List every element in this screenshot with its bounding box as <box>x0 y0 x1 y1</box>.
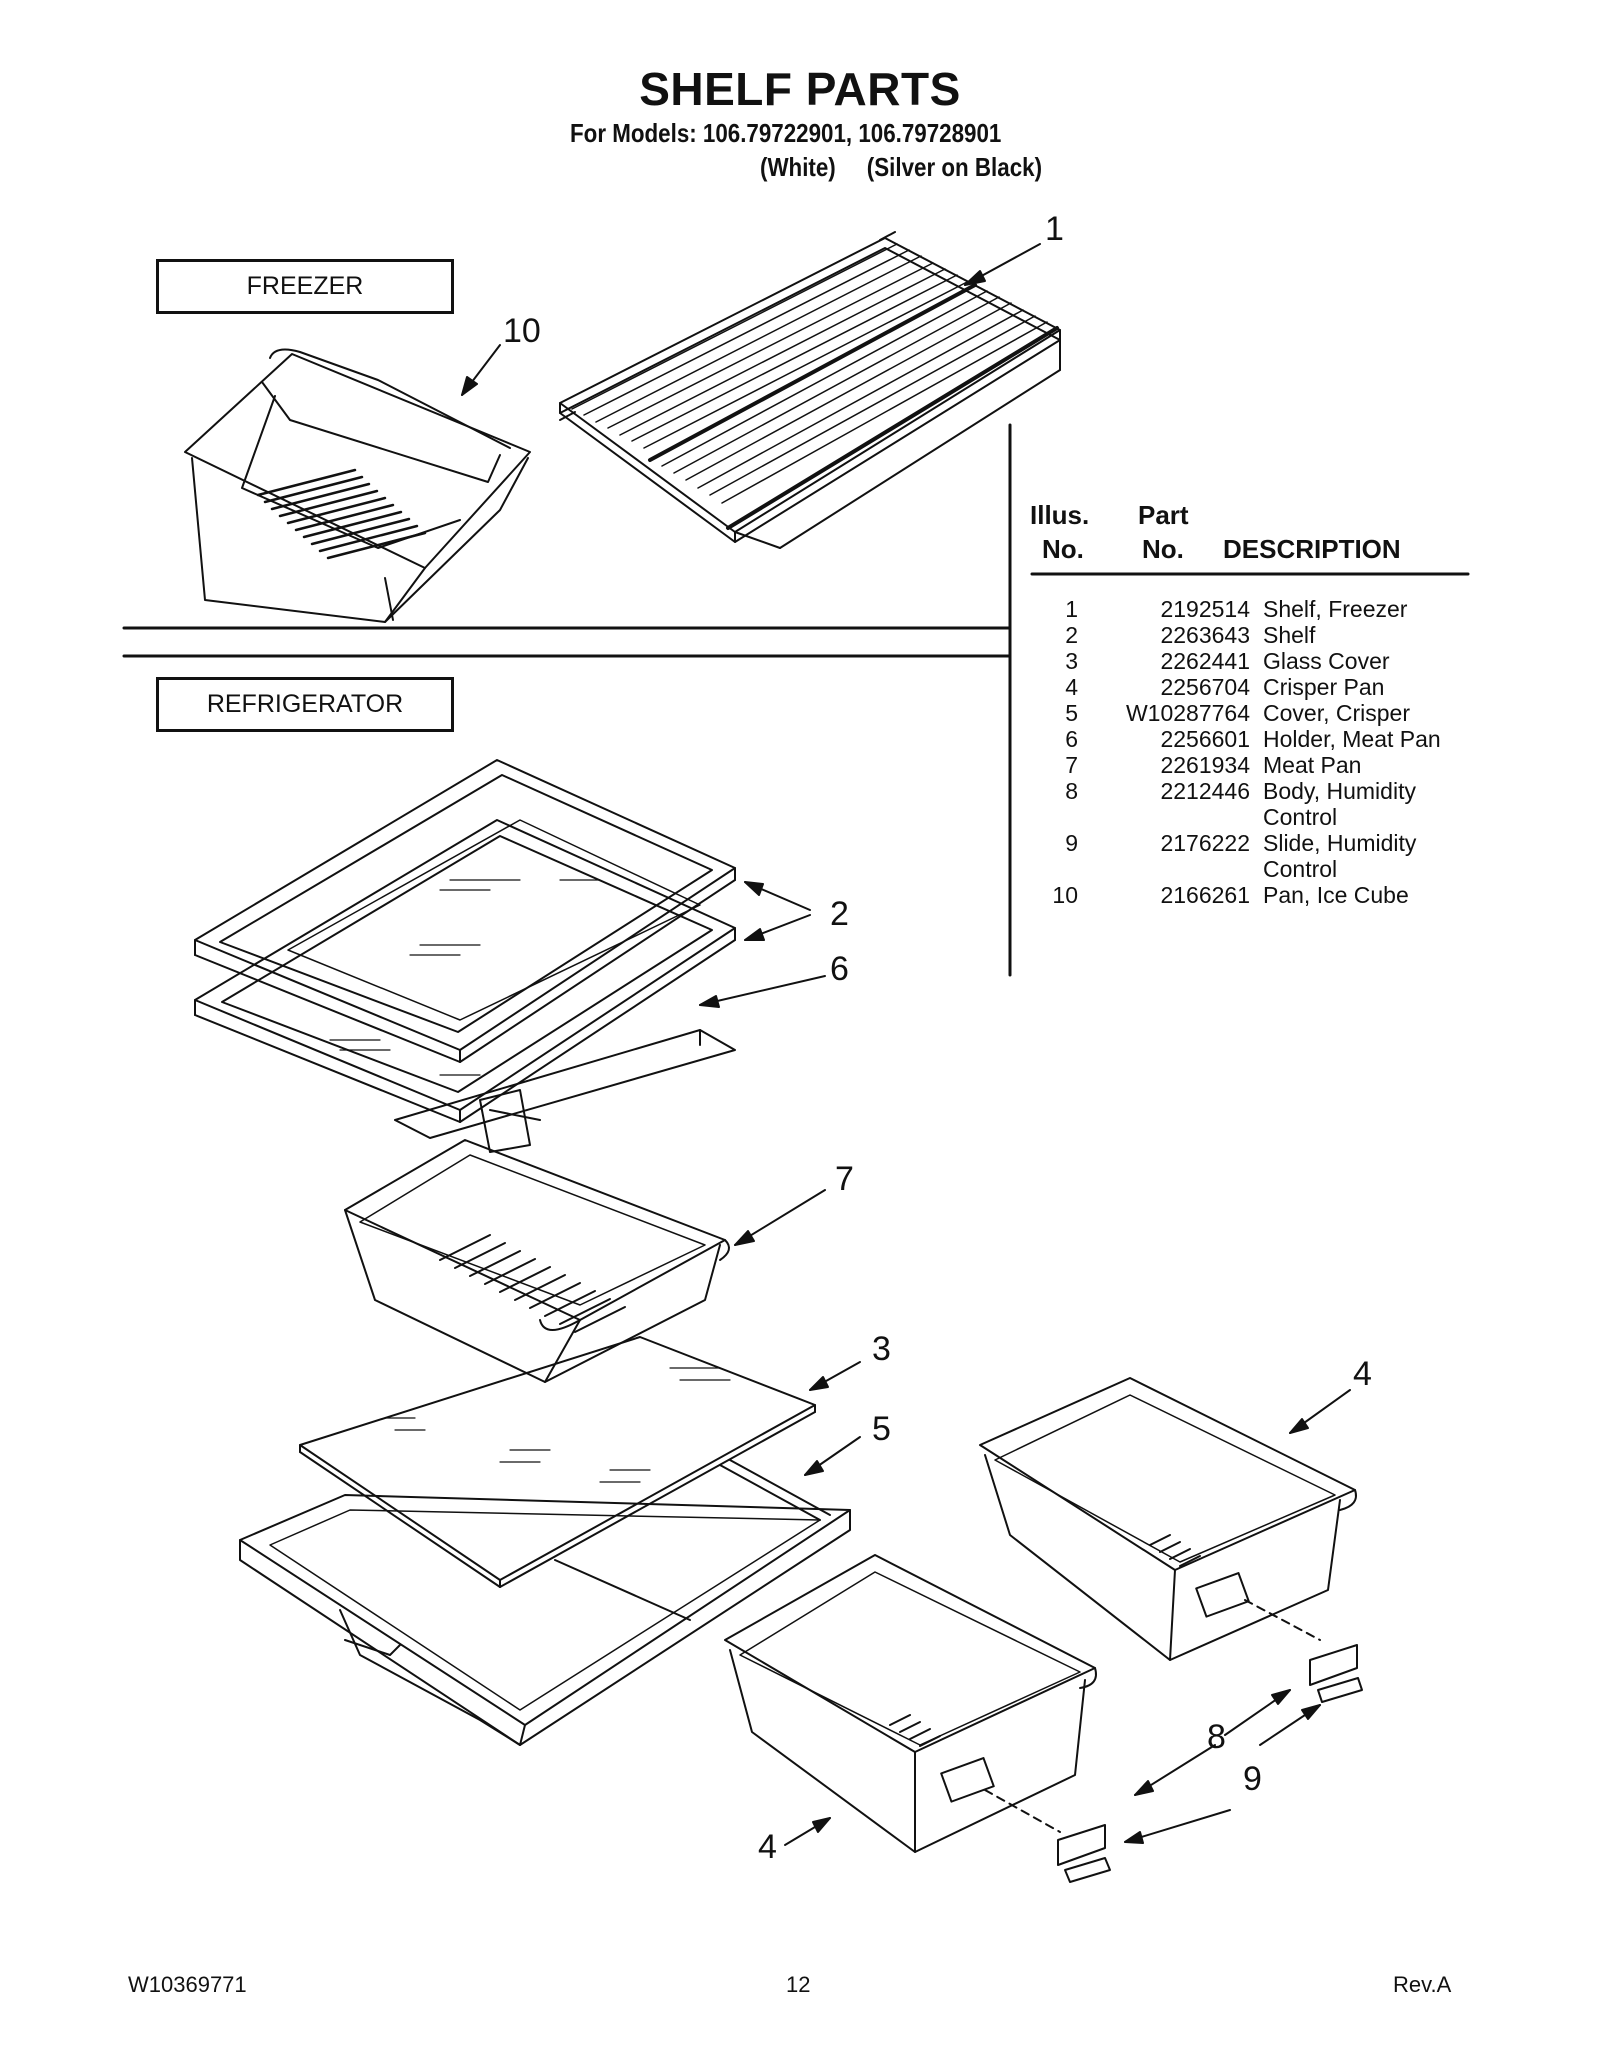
part-number: 2192514 <box>1160 596 1250 622</box>
footer-revision: Rev.A <box>1393 1972 1452 1997</box>
refrigerator-section-label: REFRIGERATOR <box>156 677 454 732</box>
variants-line: (White) (Silver on Black) <box>760 152 1043 182</box>
part-number: 2262441 <box>1160 648 1250 674</box>
table-header-illus-1: Illus. <box>1030 500 1090 530</box>
freezer-wire-shelf <box>559 231 1061 549</box>
part-number: 2166261 <box>1160 882 1250 908</box>
illus-number: 6 <box>1065 726 1078 752</box>
part-description-continued: Control <box>1263 856 1338 882</box>
callout-4-right: 4 <box>1353 1355 1372 1393</box>
freezer-label-text: FREEZER <box>246 272 364 300</box>
humidity-control-parts <box>1057 1644 1363 1883</box>
illus-number: 7 <box>1065 752 1078 778</box>
part-number: 2212446 <box>1160 778 1250 804</box>
illus-number: 2 <box>1065 622 1078 648</box>
glass-shelf-upper <box>194 759 736 1063</box>
callout-8: 8 <box>1207 1718 1226 1756</box>
part-description: Holder, Meat Pan <box>1263 726 1441 752</box>
part-description: Body, Humidity <box>1263 778 1416 804</box>
table-header-description: DESCRIPTION <box>1223 534 1401 564</box>
crisper-pan-right <box>979 1377 1357 1661</box>
leader-arrows <box>461 243 1351 1846</box>
table-row: 4 2256704 Crisper Pan <box>1030 674 1460 700</box>
table-row-continuation: Control <box>1030 804 1460 830</box>
part-description: Shelf <box>1263 622 1316 648</box>
illus-number: 10 <box>1052 882 1078 908</box>
part-description-continued: Control <box>1263 804 1338 830</box>
illus-number: 4 <box>1065 674 1078 700</box>
table-header-part-2: No. <box>1142 534 1184 564</box>
callout-9: 9 <box>1243 1760 1262 1798</box>
illus-number: 5 <box>1065 700 1078 726</box>
table-row: 1 2192514 Shelf, Freezer <box>1030 596 1460 622</box>
table-header-illus-2: No. <box>1042 534 1084 564</box>
footer-page-number: 12 <box>786 1972 811 1997</box>
table-row: 7 2261934 Meat Pan <box>1030 752 1460 778</box>
part-description: Shelf, Freezer <box>1263 596 1408 622</box>
table-row: 5 W10287764 Cover, Crisper <box>1030 700 1460 726</box>
callout-6: 6 <box>830 950 849 988</box>
callout-10: 10 <box>503 312 541 350</box>
part-description: Cover, Crisper <box>1263 700 1410 726</box>
callout-2: 2 <box>830 895 849 933</box>
meat-pan-holder <box>394 1029 736 1153</box>
crisper-cover <box>239 1459 851 1746</box>
models-line: For Models: 106.79722901, 106.79728901 <box>570 118 1002 148</box>
table-row: 8 2212446 Body, Humidity <box>1030 778 1460 804</box>
part-number: 2256704 <box>1160 674 1250 700</box>
part-description: Pan, Ice Cube <box>1263 882 1409 908</box>
freezer-section-label: FREEZER <box>156 259 454 314</box>
part-description: Meat Pan <box>1263 752 1362 778</box>
table-header-part-1: Part <box>1138 500 1189 530</box>
page-title: SHELF PARTS <box>639 63 961 115</box>
table-row: 10 2166261 Pan, Ice Cube <box>1030 882 1460 908</box>
illus-number: 1 <box>1065 596 1078 622</box>
callout-4-lower: 4 <box>758 1828 777 1866</box>
callout-7: 7 <box>835 1160 854 1198</box>
illus-number: 3 <box>1065 648 1078 674</box>
ice-cube-pan <box>184 348 531 623</box>
part-description: Crisper Pan <box>1263 674 1385 700</box>
glass-cover <box>299 1336 816 1588</box>
table-row: 9 2176222 Slide, Humidity <box>1030 830 1460 856</box>
table-row: 2 2263643 Shelf <box>1030 622 1460 648</box>
part-number: 2261934 <box>1160 752 1250 778</box>
callout-3: 3 <box>872 1330 891 1368</box>
table-row-continuation: Control <box>1030 856 1460 882</box>
illus-number: 8 <box>1065 778 1078 804</box>
crisper-pan-left <box>724 1554 1321 1853</box>
refrigerator-label-text: REFRIGERATOR <box>206 690 404 718</box>
table-row: 3 2262441 Glass Cover <box>1030 648 1460 674</box>
part-number: W10287764 <box>1125 700 1250 726</box>
glass-shelf-lower <box>194 819 736 1123</box>
part-number: 2176222 <box>1160 830 1250 856</box>
part-number: 2263643 <box>1160 622 1250 648</box>
part-number: 2256601 <box>1160 726 1250 752</box>
footer-doc-number: W10369771 <box>128 1972 247 1997</box>
meat-pan <box>344 1139 730 1383</box>
callout-5: 5 <box>872 1410 891 1448</box>
table-row: 6 2256601 Holder, Meat Pan <box>1030 726 1460 752</box>
part-description: Slide, Humidity <box>1263 830 1417 856</box>
part-description: Glass Cover <box>1263 648 1390 674</box>
callout-1: 1 <box>1045 210 1064 248</box>
illus-number: 9 <box>1065 830 1078 856</box>
